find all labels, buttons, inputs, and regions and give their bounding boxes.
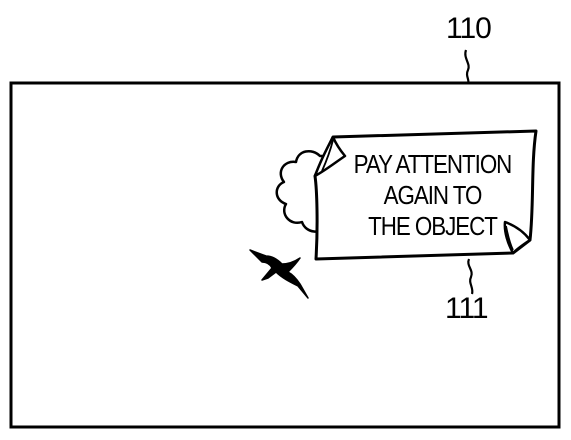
reference-numeral-111: 111 [445,292,489,325]
message-line-3: THE OBJECT [368,211,498,241]
reference-numeral-110: 110 [446,12,492,45]
leader-line-111 [467,258,474,295]
display-screen [9,81,561,429]
leader-line-110 [464,49,470,85]
message-line-1: PAY ATTENTION [353,149,513,179]
note-curl-bottom-right-inner [505,225,514,251]
cloud-icon [275,149,328,233]
bird-icon [249,249,309,299]
message-line-2: AGAIN TO [383,180,483,210]
note-curl-top-left-inner [321,139,334,172]
message-text: PAY ATTENTION AGAIN TO THE OBJECT [344,149,520,242]
note-curl-top-left [313,135,347,178]
